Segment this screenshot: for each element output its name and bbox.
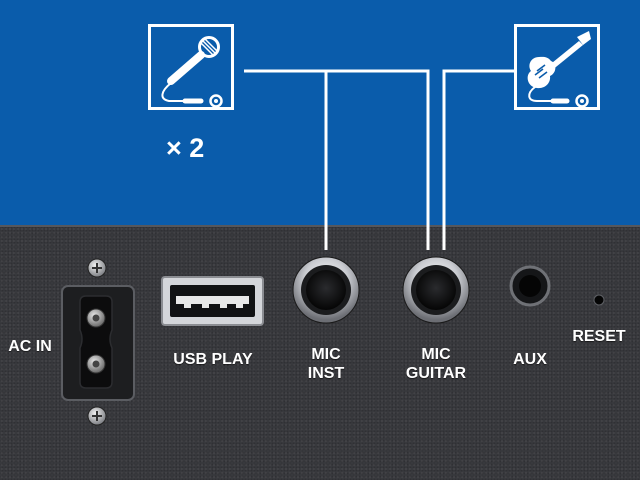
- microphone-quantity: × 2: [166, 133, 205, 163]
- mic-inst-jack: [292, 256, 360, 324]
- screw-icon: [87, 258, 107, 278]
- ac-in-label: AC IN: [8, 338, 52, 355]
- aux-label: AUX: [513, 351, 547, 368]
- microphone-icon: [161, 36, 223, 107]
- screw-icon: [87, 406, 107, 426]
- electric-guitar-icon: [527, 31, 591, 107]
- mic-inst-label: MIC INST: [307, 346, 345, 382]
- reset-pinhole: [593, 294, 605, 306]
- aux-jack: [509, 265, 551, 307]
- wire-mic-to-mic-guitar: [326, 69, 430, 250]
- usb-port: [161, 276, 264, 326]
- guitar-tile: [514, 24, 600, 110]
- mic-guitar-label: MIC GUITAR: [405, 346, 467, 382]
- microphone-tile: [148, 24, 234, 110]
- wire-guitar-to-mic-guitar: [442, 69, 516, 250]
- reset-label: RESET: [572, 328, 626, 345]
- mic-guitar-jack: [402, 256, 470, 324]
- ac-inlet: [61, 258, 135, 426]
- usb-play-label: USB PLAY: [173, 351, 253, 368]
